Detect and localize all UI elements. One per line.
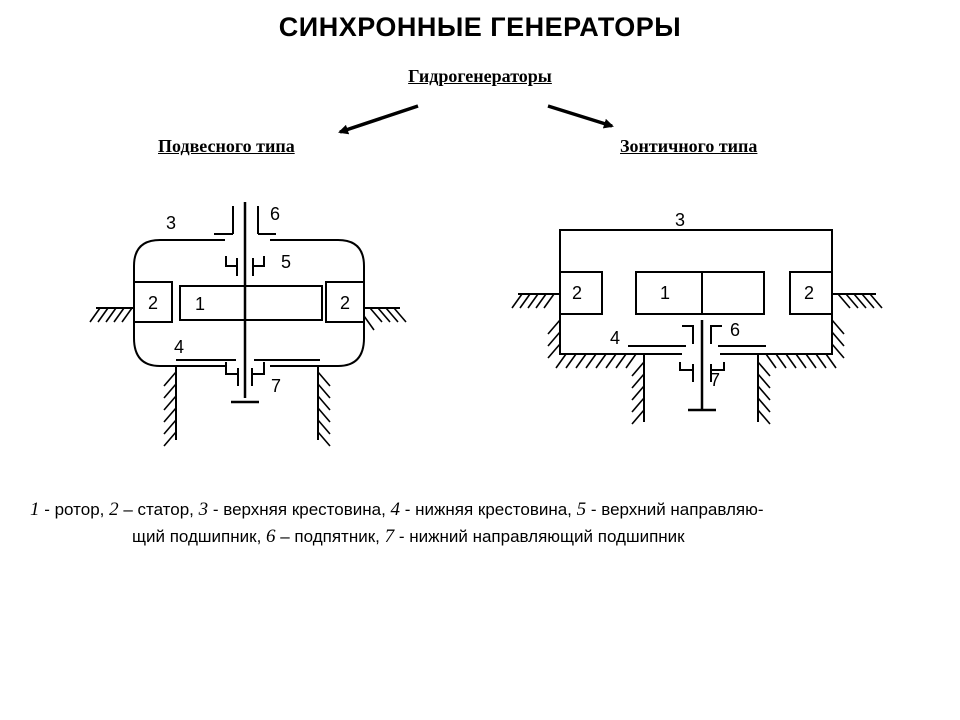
umbrella-type-label: Зонтичного типа (620, 136, 758, 156)
legend-text-1: - ротор, (39, 500, 110, 519)
umbrella-generator-diagram (511, 229, 883, 425)
legend-text-4: - нижняя крестовина, (400, 500, 577, 519)
arrow-left (338, 104, 419, 135)
legend: 1 - ротор, 2 – статор, 3 - верхняя крест… (30, 496, 960, 550)
label-3-left: 3 (166, 213, 176, 233)
legend-text-5b: щий подшипник, (132, 527, 267, 546)
legend-line-2: щий подшипник, 6 – подпятник, 7 - нижний… (30, 523, 960, 550)
legend-line-1: 1 - ротор, 2 – статор, 3 - верхняя крест… (30, 496, 960, 523)
label-4-left: 4 (174, 337, 184, 357)
label-1-right: 1 (660, 283, 670, 303)
label-3-right: 3 (675, 210, 685, 230)
legend-text-7: - нижний направляющий подшипник (394, 527, 685, 546)
label-7-right: 7 (710, 370, 720, 390)
label-1-left: 1 (195, 294, 205, 314)
label-2-left-b: 2 (340, 293, 350, 313)
legend-num-6: 6 (266, 526, 276, 547)
legend-text-2: – статор, (118, 500, 199, 519)
legend-num-2: 2 (109, 499, 119, 520)
suspended-generator-diagram (89, 202, 407, 447)
label-6-right: 6 (730, 320, 740, 340)
label-2-left-a: 2 (148, 293, 158, 313)
legend-num-1: 1 (30, 499, 40, 520)
suspended-type-label: Подвесного типа (158, 136, 295, 156)
label-5-left: 5 (281, 252, 291, 272)
legend-text-3: - верхняя крестовина, (208, 500, 391, 519)
arrow-right (547, 104, 614, 129)
legend-num-4: 4 (390, 499, 401, 520)
label-7-left: 7 (271, 376, 281, 396)
legend-num-7: 7 (384, 526, 395, 547)
subtitle: Гидрогенераторы (408, 66, 552, 86)
label-2-right-a: 2 (572, 283, 582, 303)
legend-num-5: 5 (576, 499, 587, 520)
legend-text-6: – подпятник, (275, 527, 385, 546)
label-2-right-b: 2 (804, 283, 814, 303)
label-4-right: 4 (610, 328, 620, 348)
legend-num-3: 3 (198, 499, 209, 520)
legend-text-5: - верхний направляю- (586, 500, 764, 519)
label-6-left: 6 (270, 204, 280, 224)
page-title: СИНХРОННЫЕ ГЕНЕРАТОРЫ (278, 12, 682, 42)
